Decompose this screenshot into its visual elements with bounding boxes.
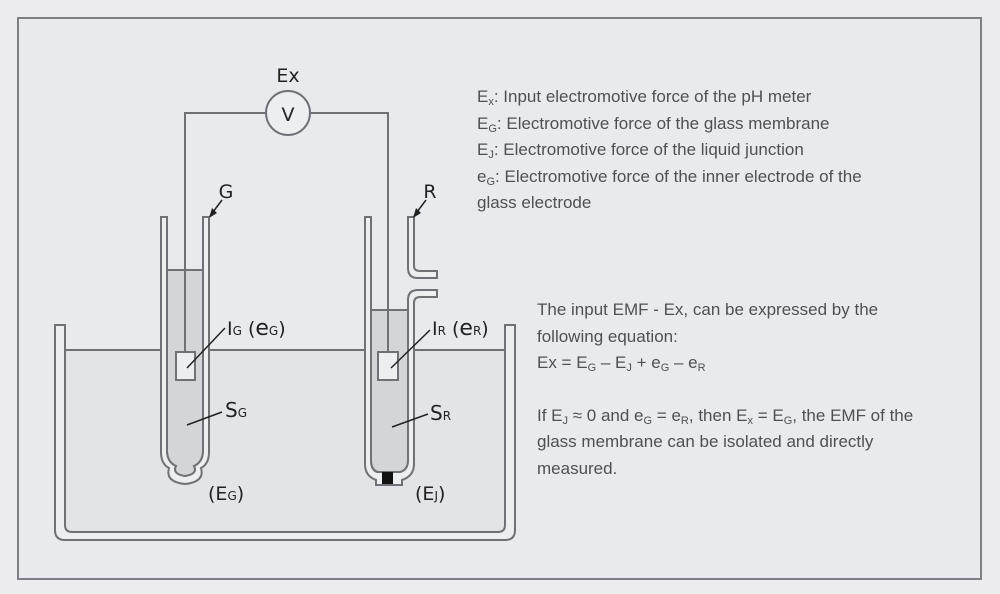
legend-item: EJ: Electromotive force of the liquid ju… (477, 140, 804, 161)
glass-electrode (160, 199, 226, 486)
reference-electrode-label: R (423, 181, 436, 203)
intro-line-1: The input EMF - Ex, can be expressed by … (537, 300, 879, 319)
beaker (54, 324, 516, 541)
voltmeter-circle (265, 90, 311, 136)
equation: Ex = EG – EJ + eG – eR (537, 353, 706, 374)
ref-solution-label: SR (430, 401, 451, 425)
inner-ref-electrode-label: IR (eR) (432, 316, 489, 341)
intro-line-2: following equation: (537, 326, 678, 346)
beaker-liquid (66, 350, 504, 532)
legend-item: Ex: Input electromotive force of the pH … (477, 87, 812, 108)
inner-glass-electrode-label: IG (eG) (227, 316, 286, 341)
legend: Ex: Input electromotive force of the pH … (477, 84, 862, 217)
glass-electrode-label: G (219, 181, 234, 203)
legend-item: eG: Electromotive force of the inner ele… (477, 166, 862, 188)
voltmeter-label: Ex (276, 65, 299, 87)
legend-item: EG: Electromotive force of the glass mem… (477, 113, 830, 135)
ref-inner-electrode (377, 351, 399, 381)
junction-emf-label: (EJ) (415, 483, 445, 505)
conclusion: If EJ ≈ 0 and eG = eR, then Ex = EG, the… (537, 405, 914, 427)
legend-item: glass electrode (477, 193, 592, 212)
voltmeter-symbol: V (282, 104, 295, 126)
liquid-junction (382, 472, 393, 484)
glass-solution-label: SG (225, 398, 247, 422)
glass-inner-electrode (175, 351, 196, 381)
reference-electrode (364, 199, 438, 486)
description: The input EMF - Ex, can be expressed by … (537, 297, 977, 482)
conclusion-line-2: glass membrane can be isolated and direc… (537, 432, 874, 451)
membrane-emf-label: (EG) (208, 483, 244, 505)
conclusion-line-3: measured. (537, 458, 618, 478)
